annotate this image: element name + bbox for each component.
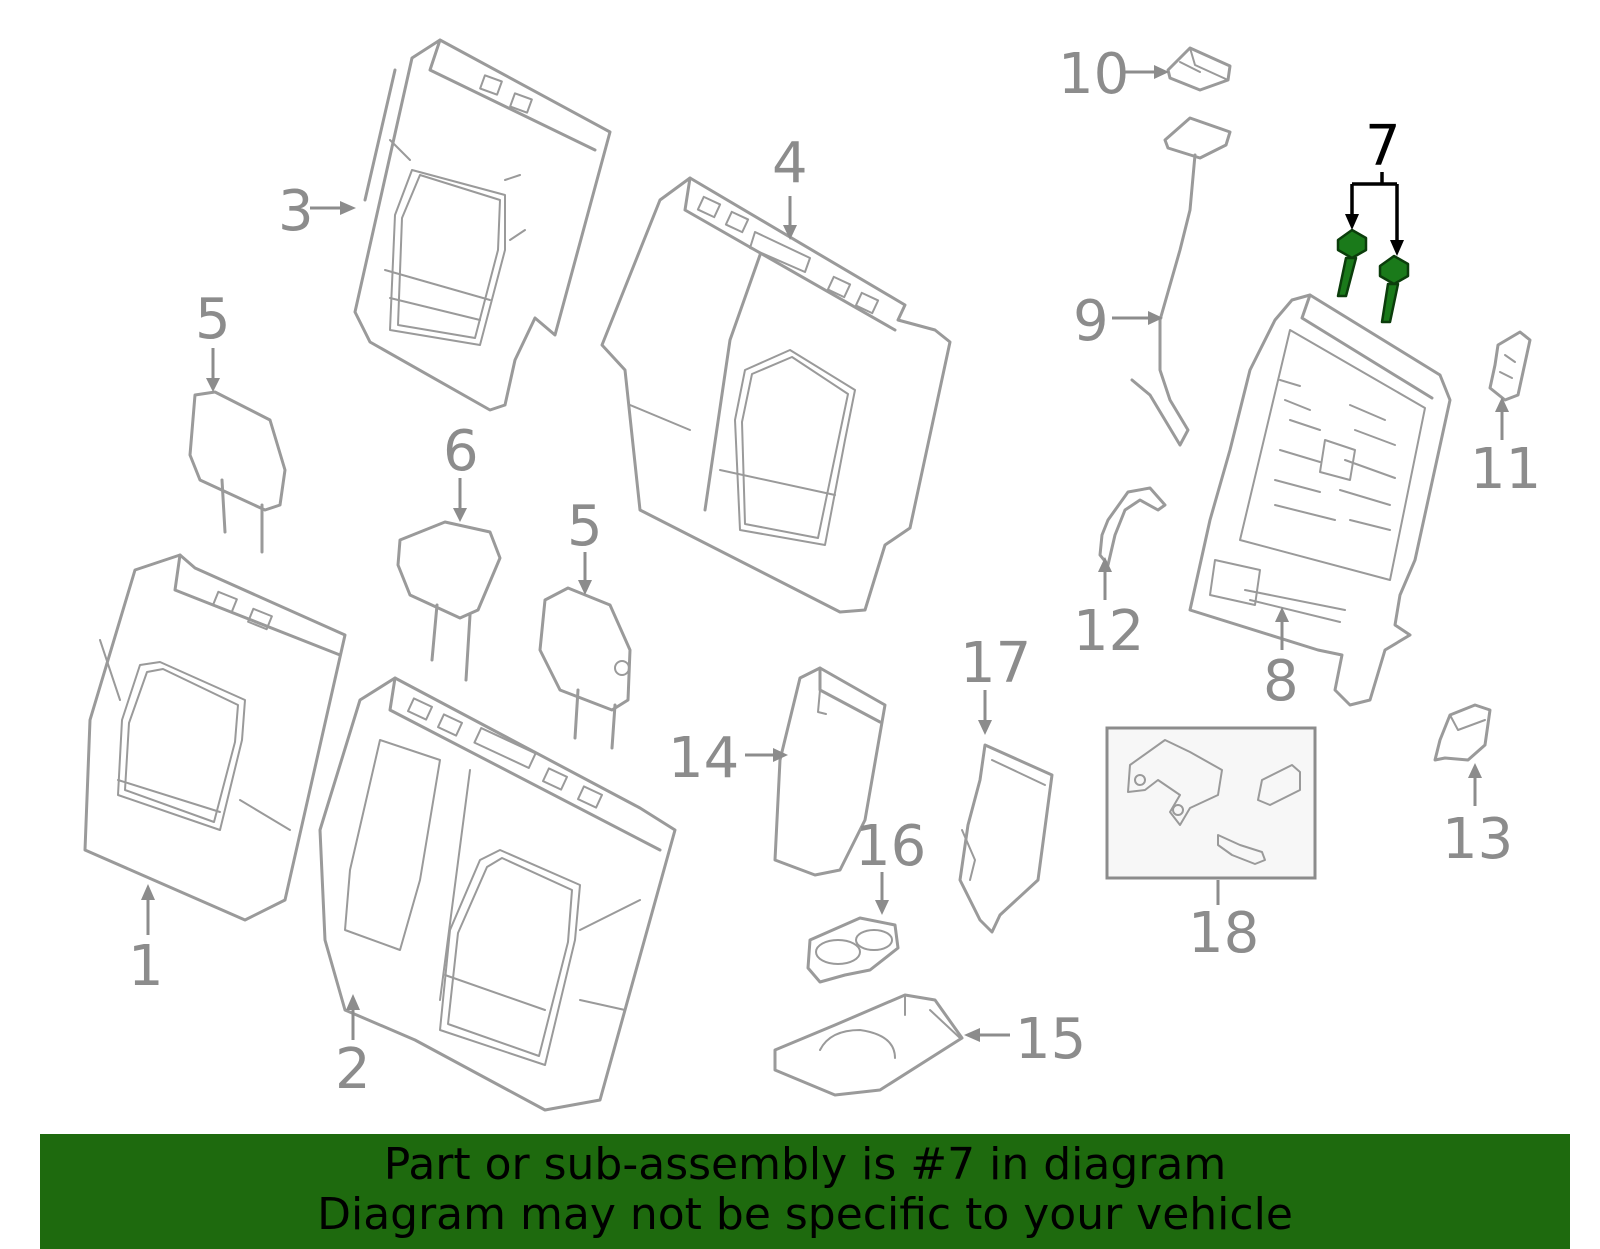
callout-4[interactable]: 4 — [772, 131, 808, 240]
callout-3[interactable]: 3 — [278, 179, 356, 244]
callout-15[interactable]: 15 — [964, 1007, 1086, 1072]
part-11-bracket[interactable] — [1488, 330, 1532, 402]
banner-line-2: Diagram may not be specific to your vehi… — [317, 1189, 1293, 1240]
part-17-trim-panel[interactable] — [958, 743, 1054, 934]
part-14-armrest[interactable] — [773, 666, 887, 877]
part-1-seatback-cover-left[interactable] — [83, 553, 347, 922]
part-6-headrest-center[interactable] — [396, 520, 502, 682]
callout-5a[interactable]: 5 — [195, 287, 231, 392]
callout-7-number: 7 — [1365, 114, 1401, 179]
part-7-bolts[interactable] — [1336, 228, 1410, 324]
callout-13[interactable]: 13 — [1442, 763, 1513, 872]
callout-12[interactable]: 12 — [1073, 557, 1144, 664]
callout-14[interactable]: 14 — [668, 726, 788, 791]
part-12-bracket[interactable] — [1098, 486, 1167, 567]
parts-diagram: 1 2 3 4 5 5 6 8 9 10 — [83, 38, 1541, 1112]
part-13-bracket[interactable] — [1433, 703, 1492, 762]
callout-12-number: 12 — [1073, 599, 1144, 664]
callout-7-highlighted[interactable]: 7 — [1345, 114, 1404, 256]
part-8-seatback-frame[interactable] — [1188, 293, 1452, 707]
callout-15-number: 15 — [1015, 1007, 1086, 1072]
info-banner: Part or sub-assembly is #7 in diagram Di… — [40, 1134, 1570, 1249]
callout-1-number: 1 — [128, 934, 164, 999]
callout-5b-number: 5 — [567, 494, 603, 559]
part-9-release-cable[interactable] — [1130, 116, 1232, 447]
callout-8[interactable]: 8 — [1263, 607, 1299, 714]
callout-14-number: 14 — [668, 726, 739, 791]
part-15-cupholder-base[interactable] — [773, 993, 964, 1097]
part-3-seatback-panel-left[interactable] — [353, 38, 612, 412]
callout-18-number: 18 — [1188, 901, 1259, 966]
callout-13-number: 13 — [1442, 807, 1513, 872]
callout-11[interactable]: 11 — [1470, 397, 1541, 502]
part-10-latch-clip[interactable] — [1166, 46, 1232, 92]
callout-18[interactable]: 18 — [1188, 880, 1259, 966]
callout-4-number: 4 — [772, 131, 808, 196]
callout-10-number: 10 — [1058, 42, 1129, 107]
callout-17[interactable]: 17 — [960, 631, 1031, 735]
callout-6-number: 6 — [443, 419, 479, 484]
part-2-seatback-cover-right[interactable] — [318, 676, 677, 1112]
part-18-hardware-kit[interactable] — [1105, 726, 1317, 880]
callout-11-number: 11 — [1470, 437, 1541, 502]
part-16-cupholder-insert[interactable] — [806, 916, 900, 984]
callout-5a-number: 5 — [195, 287, 231, 352]
callout-16[interactable]: 16 — [855, 814, 926, 915]
banner-line-1: Part or sub-assembly is #7 in diagram — [383, 1139, 1227, 1190]
part-5-headrest-right[interactable] — [538, 586, 632, 750]
callout-8-number: 8 — [1263, 649, 1299, 714]
callout-16-number: 16 — [855, 814, 926, 879]
callout-1[interactable]: 1 — [128, 884, 164, 999]
callout-2[interactable]: 2 — [335, 994, 371, 1102]
callout-3-number: 3 — [278, 179, 314, 244]
callout-17-number: 17 — [960, 631, 1031, 696]
callout-6[interactable]: 6 — [443, 419, 479, 522]
callout-9[interactable]: 9 — [1073, 289, 1163, 354]
callout-9-number: 9 — [1073, 289, 1109, 354]
part-4-seatback-panel-right[interactable] — [600, 176, 952, 614]
callout-2-number: 2 — [335, 1037, 371, 1102]
callout-5b[interactable]: 5 — [567, 494, 603, 595]
callout-10[interactable]: 10 — [1058, 42, 1169, 107]
part-5-headrest-left[interactable] — [188, 390, 287, 554]
